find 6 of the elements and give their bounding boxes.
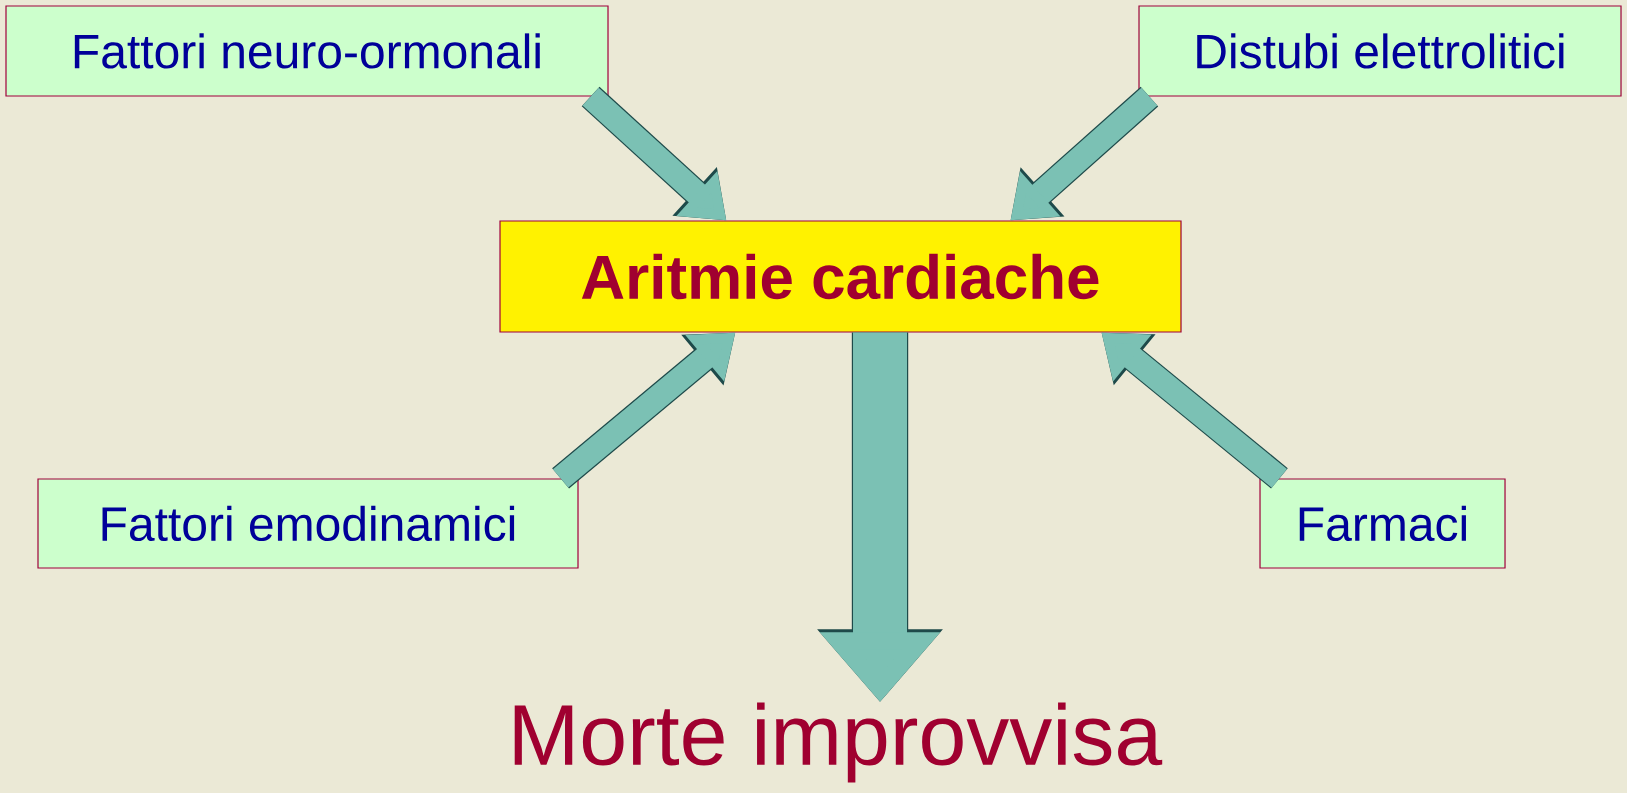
cause-box: Fattori emodinamici [37, 478, 579, 569]
result-text: Morte improvvisa [514, 702, 1163, 783]
cause-box: Farmaci [1259, 478, 1506, 569]
cause-box: Distubi elettrolitici [1138, 5, 1622, 97]
title-box: Aritmie cardiache [499, 220, 1182, 333]
cause-box: Fattori neuro-ormonali [5, 5, 609, 97]
